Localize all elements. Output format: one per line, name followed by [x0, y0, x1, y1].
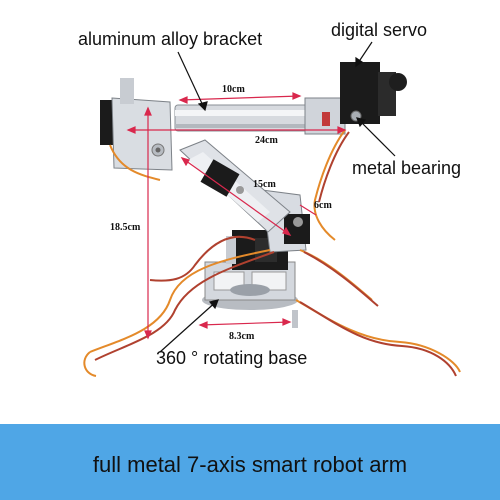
dimension-label-height: 18.5cm: [110, 222, 141, 233]
wrist-assembly: [304, 62, 407, 135]
callout-metal-bearing: metal bearing: [352, 158, 462, 178]
dimension-label-wrist: 6cm: [314, 200, 332, 211]
forearm: [179, 139, 291, 233]
callout-leaders: [159, 41, 396, 353]
dimension-label-forearm: 15cm: [253, 179, 276, 190]
callout-aluminum-bracket: aluminum alloy bracket: [78, 29, 263, 49]
title-banner: [0, 424, 500, 500]
dimension-lines: [126, 92, 347, 340]
aluminum-tube: [174, 104, 316, 132]
dimension-label-base-width: 8.3cm: [229, 331, 255, 342]
servo-cables: [83, 129, 461, 377]
callout-rotating-base: 360 ° rotating base: [156, 348, 308, 368]
callout-digital-servo: digital servo: [331, 20, 428, 40]
dimension-label-arm-top: 10cm: [222, 84, 245, 95]
elbow-joint: [100, 78, 173, 171]
rotating-base: [202, 261, 298, 328]
banner-title: full metal 7-axis smart robot arm: [92, 452, 408, 477]
dimension-label-arm-length: 24cm: [255, 135, 278, 146]
